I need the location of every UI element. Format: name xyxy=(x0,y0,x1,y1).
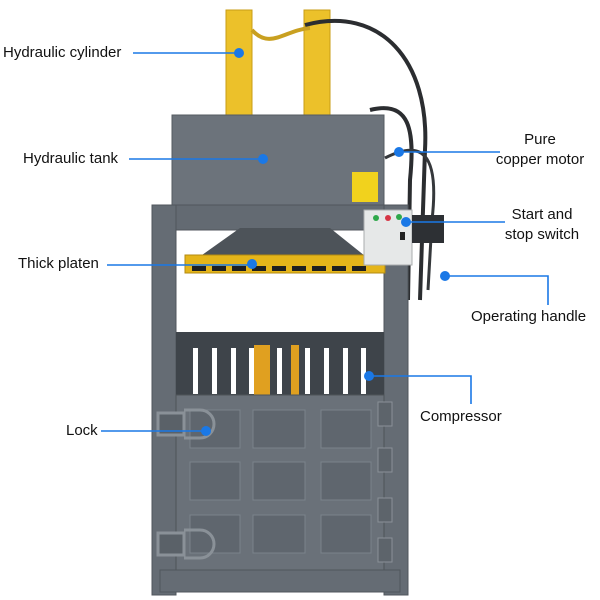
callout-dot-pure-copper-motor xyxy=(394,147,404,157)
label-lock: Lock xyxy=(66,422,98,439)
ram-rod xyxy=(254,345,270,395)
label-start-stop-switch-line1: Start and xyxy=(511,206,573,223)
hydraulic-tank xyxy=(171,114,385,208)
valve-block xyxy=(412,215,444,243)
platen-slots xyxy=(192,266,366,271)
hinges xyxy=(377,401,393,563)
lock-bottom xyxy=(156,528,216,560)
hose xyxy=(369,106,414,301)
compressor-bars xyxy=(193,348,366,394)
hydraulic-cylinder-left xyxy=(225,9,253,119)
label-pure-copper-motor: Pure copper motor xyxy=(478,130,600,170)
selector-knob xyxy=(400,232,405,240)
label-operating-handle: Operating handle xyxy=(471,308,587,325)
door-panels xyxy=(189,409,372,554)
hose xyxy=(250,26,311,41)
label-thick-platen: Thick platen xyxy=(18,255,99,272)
start-button xyxy=(373,215,379,221)
callout-dot-start-stop-switch xyxy=(401,217,411,227)
lock-top xyxy=(156,408,216,440)
label-compressor: Compressor xyxy=(420,408,502,425)
frame-right-column xyxy=(383,204,409,596)
hose xyxy=(304,18,428,301)
callout-lines xyxy=(101,52,549,432)
callout-dot-operating-handle xyxy=(440,271,450,281)
frame-left-column xyxy=(151,204,177,596)
callout-dot-hydraulic-tank xyxy=(258,154,268,164)
callout-dots xyxy=(201,48,450,436)
label-hydraulic-cylinder: Hydraulic cylinder xyxy=(3,44,122,61)
callout-dot-thick-platen xyxy=(247,259,257,269)
warning-sticker xyxy=(352,172,378,202)
indicator-light xyxy=(396,214,402,220)
callout-dot-lock xyxy=(201,426,211,436)
stop-button xyxy=(385,215,391,221)
label-pure-copper-motor-line1: Pure xyxy=(524,131,556,148)
label-start-stop-switch: Start and stop switch xyxy=(492,205,592,245)
ram-rod xyxy=(291,345,299,395)
base xyxy=(159,569,401,593)
label-start-stop-switch-line2: stop switch xyxy=(504,226,580,243)
label-pure-copper-motor-line2: copper motor xyxy=(495,151,585,168)
platen-bracket xyxy=(195,228,370,260)
callout-dot-hydraulic-cylinder xyxy=(234,48,244,58)
callout-line-operating-handle xyxy=(445,275,549,305)
callout-line-compressor xyxy=(369,375,472,404)
label-hydraulic-tank: Hydraulic tank xyxy=(23,150,119,167)
callout-dot-compressor xyxy=(364,371,374,381)
